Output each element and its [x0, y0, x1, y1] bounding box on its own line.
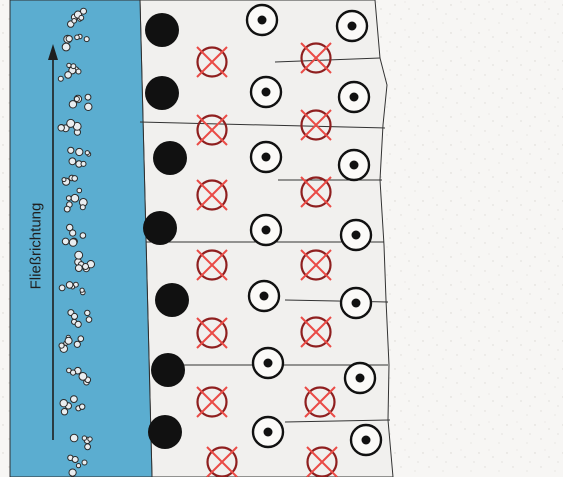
ring-dot	[341, 220, 371, 250]
filled-dot	[151, 353, 185, 387]
ring-dot	[339, 150, 369, 180]
ring-dot	[345, 363, 375, 393]
ring-dot	[337, 11, 367, 41]
flow-direction-label: Fließrichtung	[28, 203, 45, 290]
ring-dot	[351, 425, 381, 455]
filled-dot	[145, 76, 179, 110]
ring-dot	[253, 348, 283, 378]
filled-dot	[145, 13, 179, 47]
ring-dot	[339, 82, 369, 112]
ring-dot	[341, 288, 371, 318]
ring-dot	[251, 77, 281, 107]
filled-dot	[143, 211, 177, 245]
ring-dot	[249, 281, 279, 311]
ring-dot	[251, 142, 281, 172]
filled-dot	[153, 141, 187, 175]
ring-dot	[251, 215, 281, 245]
ring-dot	[253, 417, 283, 447]
ring-dot	[247, 5, 277, 35]
filled-dot	[155, 283, 189, 317]
filled-dot	[148, 415, 182, 449]
